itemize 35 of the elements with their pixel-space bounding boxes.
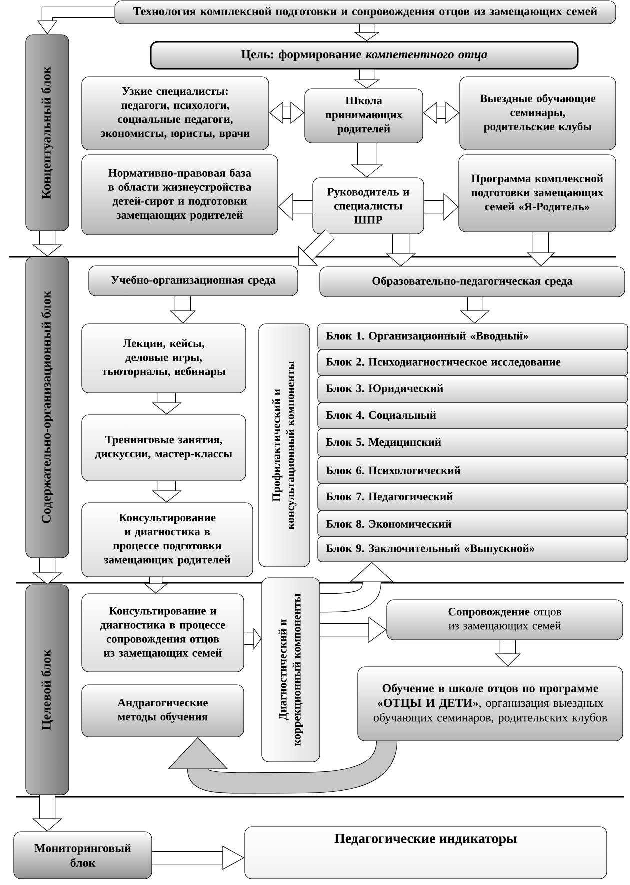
module-row: Блок 4. Социальный <box>318 402 628 430</box>
title-box: Технология комплексной подготовки и сопровождения отцов из замещающих семей <box>114 0 616 24</box>
stage-bar: Концептуальный блок <box>26 34 70 232</box>
module-row: Блок 1. Организационный «Вводный» <box>318 324 628 350</box>
process-box: Нормативно-правовая база в области жизнеустройства детей-сирот и подготовки замещающих родителей <box>82 154 278 236</box>
process-box: Руководитель и специалисты ШПР <box>312 178 424 234</box>
module-row: Блок 7. Педагогический <box>318 484 628 512</box>
module-row: Блок 5. Медицинский <box>318 428 628 458</box>
goal-box: Цель: формирование компетентного отца <box>150 41 579 70</box>
process-box: Обучение в школе отцов по программе «ОТЦЫ И ДЕТИ», организация выездных обучающих семинаров, родительских клубов <box>358 666 624 742</box>
module-row: Блок 8. Экономический <box>318 510 628 538</box>
process-box: Школа принимающих родителей <box>304 88 424 144</box>
process-box: Консультирование и диагностика в процессе подготовки замещающих родителей <box>82 502 254 578</box>
process-box: Узкие специалисты: педагоги, психологи, социальные педагоги, экономисты, юристы, врачи <box>82 76 270 150</box>
module-row: Блок 3. Юридический <box>318 376 628 404</box>
process-box: Тренинговые занятия, дискуссии, мастер-классы <box>82 414 246 482</box>
process-box: Образовательно-педагогическая среда <box>320 266 626 298</box>
stage-bar: Целевой блок <box>26 584 70 796</box>
module-row: Блок 6. Психологический <box>318 456 628 484</box>
module-row: Блок 2. Психодиагностическое исследование <box>318 350 628 376</box>
process-box: Программа комплексной подготовки замещающих семей «Я-Родитель» <box>458 154 616 232</box>
module-row: Блок 9. Заключительный «Выпускной» <box>318 536 628 562</box>
arrow <box>298 230 335 266</box>
indicator-box: Педагогические индикаторы <box>244 826 608 880</box>
process-box: Выездные обучающие семинары, родительские клубы <box>460 76 616 150</box>
process-box: Учебно-организационная среда <box>88 266 298 296</box>
curved-arrow <box>168 737 398 794</box>
component-box: Профилактический и консультационный компоненты <box>258 324 310 568</box>
stage-bar: Содержательно-организационный блок <box>26 256 70 558</box>
process-box: Лекции, кейсы, деловые игры, тьюторналы, вебинары <box>82 324 246 394</box>
component-box: Диагностический и коррекционный компоненты <box>262 578 320 762</box>
stage-box: Мониторинговый блок <box>14 832 152 880</box>
process-box: Консультирование и диагностика в процессе сопровождения отцов из замещающих семей <box>82 594 244 672</box>
process-box: Сопровождение отцов из замещающих семей <box>386 600 624 640</box>
process-box: Андрагогические методы обучения <box>82 684 244 738</box>
